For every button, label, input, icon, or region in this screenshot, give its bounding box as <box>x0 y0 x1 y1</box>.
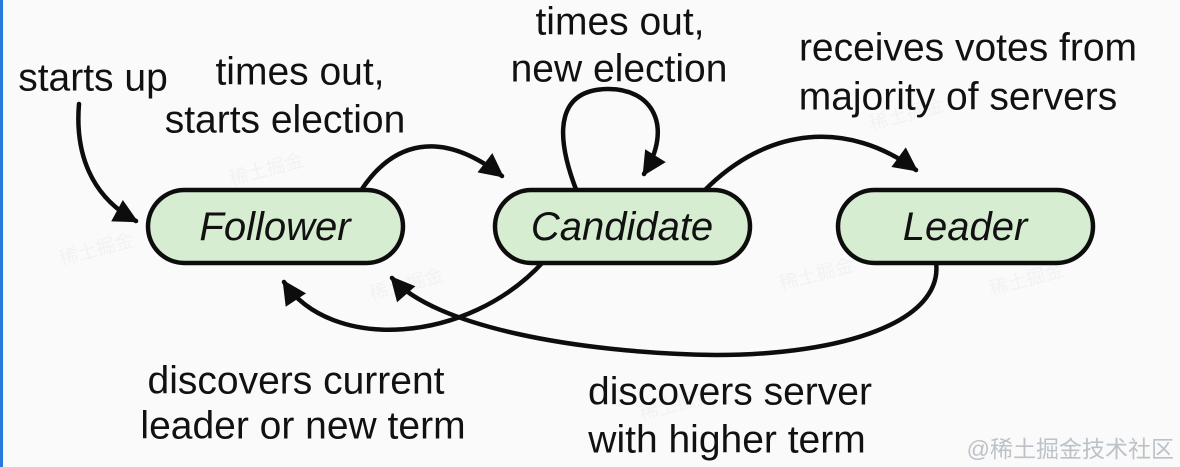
label-starts-up: starts up <box>18 57 168 100</box>
label-follower-to-candidate-line1: times out, <box>215 51 384 94</box>
state-candidate-shape <box>492 187 753 266</box>
state-leader: Leader <box>835 187 1096 266</box>
edge-leader-to-follower <box>389 259 939 358</box>
edge-candidate-self-loop <box>560 86 666 195</box>
state-follower: Follower <box>145 187 406 266</box>
state-leader-shape <box>835 187 1096 266</box>
label-candidate-self-line2: new election <box>511 48 728 91</box>
label-candidate-to-follower-line2: leader or new term <box>140 405 465 448</box>
edge-follower-to-candidate <box>357 144 505 195</box>
watermark-tile: 稀土掘金 <box>987 259 1066 300</box>
watermark-tile: 稀土掘金 <box>777 254 856 295</box>
label-candidate-to-leader-line2: majority of servers <box>799 76 1118 119</box>
edge-candidate-to-leader <box>701 134 919 194</box>
label-follower-to-candidate-line2: starts election <box>165 99 406 142</box>
state-candidate: Candidate <box>492 187 753 266</box>
left-edge-line <box>0 0 3 467</box>
label-candidate-self-line1: times out, <box>535 1 704 44</box>
state-leader-label: Leader <box>903 205 1029 249</box>
state-follower-label: Follower <box>199 205 352 249</box>
community-watermark: @稀土掘金技术社区 <box>967 436 1174 462</box>
edge-starts-up <box>76 101 139 224</box>
label-candidate-to-follower-line1: discovers current <box>148 360 445 403</box>
label-leader-to-follower-line2: with higher term <box>587 419 865 462</box>
watermark-tile: 稀土掘金 <box>57 229 136 270</box>
watermark-tile: 稀土掘金 <box>227 149 306 190</box>
label-leader-to-follower-line1: discovers server <box>588 371 872 414</box>
edge-candidate-to-follower <box>281 258 547 332</box>
label-candidate-to-leader-line1: receives votes from <box>799 27 1137 70</box>
watermark-tile: 稀土掘金 <box>367 264 446 305</box>
state-follower-shape <box>145 187 406 266</box>
state-candidate-label: Candidate <box>531 205 713 249</box>
